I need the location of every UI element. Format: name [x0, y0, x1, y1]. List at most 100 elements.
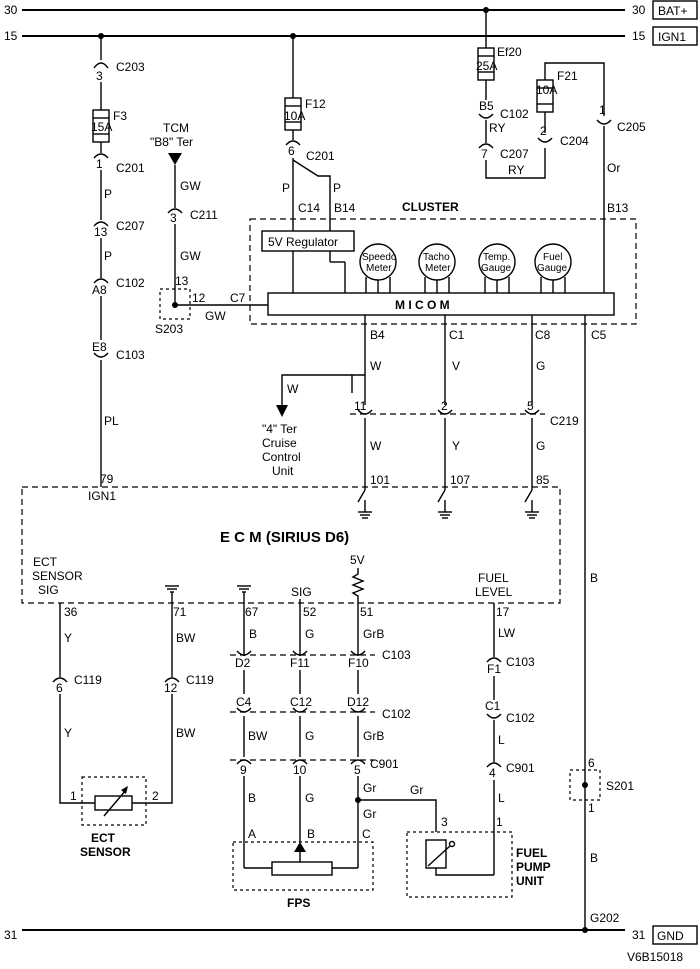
- wire-ect-bw1: BW: [176, 631, 196, 645]
- pump-name-1: FUEL: [516, 846, 547, 860]
- c207b-pin: 7: [481, 147, 488, 161]
- speedo-l1: Speedo: [362, 252, 397, 263]
- cluster-pin-c14: C14: [298, 201, 320, 215]
- cluster-pin-b4: B4: [370, 328, 385, 342]
- c103c-label: C103: [506, 655, 535, 669]
- c205-pin: 1: [599, 103, 606, 117]
- tacho-meter: Tacho Meter: [418, 243, 456, 293]
- ef20-amp: 25A: [476, 59, 497, 73]
- f12-branch: F12 10A 6 C201 P P C14 B14: [282, 33, 356, 295]
- s203-pin-top: 13: [175, 274, 189, 288]
- gnd-rail: 31 31 GND: [4, 925, 698, 945]
- fuel-l1: Fuel: [543, 252, 562, 263]
- ef20-label: Ef20: [497, 45, 522, 59]
- ecm-title: E C M (SIRIUS D6): [220, 529, 349, 546]
- wire-p1: P: [104, 187, 112, 201]
- bat-tag: BAT+: [658, 4, 687, 18]
- wire-fps-gr2: Gr: [363, 807, 376, 821]
- wire-gw2: GW: [180, 249, 201, 263]
- ecm-switch-107: [437, 489, 452, 519]
- f21-amp: 10A: [536, 83, 557, 97]
- c211-pin: 3: [170, 211, 177, 225]
- wire-fps-b3: B: [248, 791, 256, 805]
- c219-label: C219: [550, 414, 579, 428]
- wire-fps-gr-pump: Gr: [410, 783, 423, 797]
- fps-pin-b: B: [307, 827, 315, 841]
- ecm-ect-l3: SIG: [38, 583, 59, 597]
- ecm: 79 IGN1 101 107 85 E C M (SIRIUS D6) ECT…: [21, 472, 561, 619]
- splice-s201: [569, 769, 601, 801]
- c203-pin: 3: [96, 69, 103, 83]
- temp-l2: Gauge: [481, 263, 511, 274]
- regulator-5v: [261, 230, 355, 252]
- pump-name-3: UNIT: [516, 874, 545, 888]
- wire-fps-bw: BW: [248, 729, 268, 743]
- ecm-gnd-67: [237, 585, 251, 603]
- ecm-ect-l2: SENSOR: [32, 569, 83, 583]
- cluster-pin-c5: C5: [591, 328, 607, 342]
- bat-left-label: 30: [4, 3, 18, 17]
- s203-pin-right: 12: [192, 291, 206, 305]
- c901a-label: C901: [370, 757, 399, 771]
- fps-wiper: [294, 842, 306, 852]
- f3-label: F3: [113, 109, 127, 123]
- ect-pin2: 2: [152, 789, 159, 803]
- wire-fps-g1: G: [305, 627, 314, 641]
- ecm-pin-51: 51: [360, 605, 374, 619]
- fps-name: FPS: [287, 896, 310, 910]
- ect-thermistor: [94, 795, 133, 811]
- ecm-pin-85: 85: [536, 473, 550, 487]
- c211-label: C211: [190, 208, 218, 222]
- ecm-pin-17: 17: [496, 605, 510, 619]
- c102c-c12: C12: [290, 695, 312, 709]
- c102d-label: C102: [506, 711, 535, 725]
- ecm-gnd-71: [165, 585, 179, 603]
- ecm-switch-101: [357, 489, 372, 519]
- wire-pl: PL: [104, 414, 119, 428]
- c102c-label: C102: [382, 707, 411, 721]
- wire-ry2: RY: [508, 163, 524, 177]
- ecm-sig: SIG: [291, 585, 312, 599]
- ecm-pin-101: 101: [370, 473, 390, 487]
- c901a-10: 10: [293, 763, 307, 777]
- ecm-pin-71: 71: [173, 605, 187, 619]
- wire-g2: G: [536, 439, 545, 453]
- wire-ect-y2: Y: [64, 726, 72, 740]
- wire-g1: G: [536, 359, 545, 373]
- fuel-pump-resistor: [425, 839, 447, 869]
- cluster-pin-b14: B14: [334, 201, 356, 215]
- ecm-pin-67: 67: [245, 605, 259, 619]
- c201b-pin: 6: [288, 144, 295, 158]
- ecm-fuel-l1: FUEL: [478, 571, 509, 585]
- c204-pin: 2: [540, 124, 547, 138]
- c102b-pin: B5: [479, 99, 494, 113]
- temp-gauge: Temp. Gauge: [478, 243, 516, 293]
- wire-l2: L: [498, 791, 505, 805]
- c201a-label: C201: [116, 161, 145, 175]
- wire-b1: B: [590, 571, 598, 585]
- wire-y1: Y: [452, 439, 460, 453]
- ecm-pin-107: 107: [450, 473, 470, 487]
- wire-lw: LW: [498, 626, 516, 640]
- c102d-pin: C1: [485, 699, 501, 713]
- s201-top: 6: [588, 756, 595, 770]
- c901a-9: 9: [240, 763, 247, 777]
- c102a-label: C102: [116, 276, 145, 290]
- ecm-outline: [21, 486, 561, 604]
- c207b-label: C207: [500, 147, 529, 161]
- c219-pin-2: 2: [441, 399, 448, 413]
- ecm-ign1: IGN1: [88, 489, 116, 503]
- ect-pin1: 1: [70, 789, 77, 803]
- wire-fps-b1: B: [249, 627, 257, 641]
- pump-name-2: PUMP: [516, 860, 551, 874]
- cruise-l1: "4" Ter: [262, 422, 297, 436]
- cluster-title: CLUSTER: [402, 200, 459, 214]
- cluster-pin-b13: B13: [607, 201, 629, 215]
- g202-label: G202: [590, 911, 620, 925]
- cluster: CLUSTER 5V Regulator M I C O M Speedo Me…: [249, 200, 637, 342]
- c103a-label: C103: [116, 348, 145, 362]
- cluster-pin-c7: C7: [230, 291, 246, 305]
- c201a-pin: 1: [96, 157, 103, 171]
- wire-fps-g3: G: [305, 791, 314, 805]
- wire-gw3: GW: [205, 309, 226, 323]
